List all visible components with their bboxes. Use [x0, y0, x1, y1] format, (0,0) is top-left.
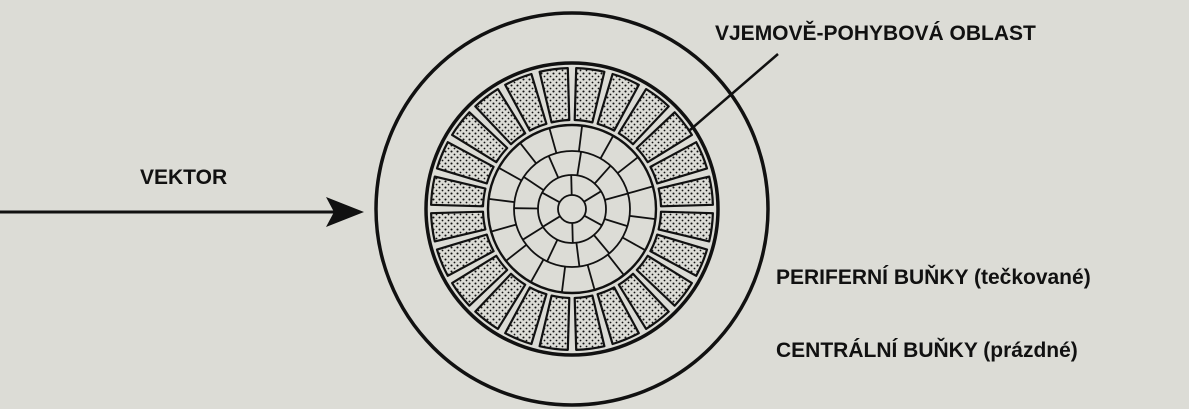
central-cell-wall [531, 260, 544, 283]
central-cell-wall [584, 216, 602, 226]
central-cell-wall [572, 223, 573, 243]
central-cell-wall [579, 126, 582, 152]
central-cell-wall [491, 225, 516, 232]
central-cell-wall [601, 136, 614, 159]
central-cell-wall [523, 227, 543, 240]
central-cell-wall [562, 267, 565, 293]
central-cell-wall [520, 143, 536, 164]
central-cell-wall [576, 243, 579, 267]
outer-circle [376, 13, 768, 405]
central-cell-wall [524, 177, 544, 190]
central-cell-wall [543, 216, 560, 226]
central-cell-wall [584, 191, 601, 201]
central-cell-wall [595, 166, 611, 184]
central-cell-wall [605, 194, 628, 200]
central-cell-wall [588, 265, 595, 290]
perceptual-motor-area-label: VJEMOVĚ-POHYBOVÁ OBLAST [715, 22, 1036, 46]
central-cell-wall [618, 157, 639, 173]
central-cell-wall [549, 128, 556, 153]
central-cell-ring [558, 195, 586, 223]
central-cell-wall [608, 255, 624, 276]
central-cell-wall [571, 175, 572, 195]
central-cell-wall [547, 240, 557, 262]
inner-circle [426, 63, 718, 355]
central-cell-wall [489, 199, 515, 202]
central-cell-wall [623, 238, 646, 251]
central-cell-wall [577, 152, 581, 176]
central-cell-wall [542, 193, 560, 203]
central-cells-label: CENTRÁLNÍ BUŇKY (prázdné) [776, 339, 1078, 363]
central-cell-wall [499, 168, 522, 181]
central-cell-wall [628, 186, 653, 193]
central-cell-wall [549, 156, 559, 178]
central-cells [489, 126, 656, 293]
peripheral-cells-label: PERIFERNÍ BUŇKY (tečkované) [776, 266, 1091, 290]
central-cell-wall [630, 216, 656, 219]
central-cell-wall [605, 219, 628, 226]
peripheral-cells [431, 68, 713, 350]
central-cell-wall [594, 235, 609, 253]
vector-label: VEKTOR [140, 166, 227, 190]
central-cell-wall [506, 245, 527, 261]
